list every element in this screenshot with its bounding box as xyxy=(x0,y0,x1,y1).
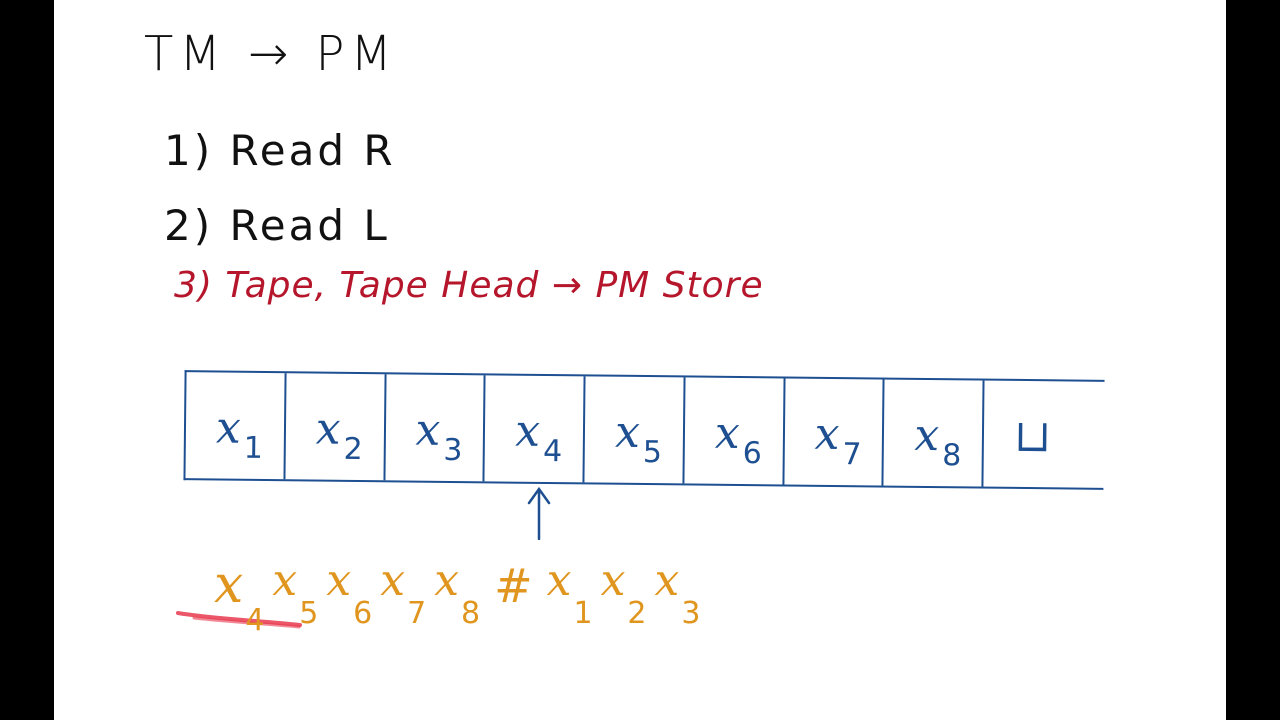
tape-head-arrow-icon xyxy=(527,486,551,540)
tape-cell-subscript: 7 xyxy=(842,437,862,473)
stored-symbol: x1 xyxy=(546,555,593,631)
stored-symbol-var: x xyxy=(272,555,298,606)
stored-symbol-var: x xyxy=(434,555,460,606)
blank-symbol: ⊔ xyxy=(1013,410,1052,463)
step-2: 2) Read L xyxy=(164,201,390,250)
tape-cell-symbol: x xyxy=(215,402,242,454)
tape-cell-subscript: 8 xyxy=(942,438,962,474)
stored-symbol-var: x xyxy=(600,555,626,606)
whiteboard-canvas: TM → PM 1) Read R 2) Read L 3) Tape, Tap… xyxy=(54,0,1226,720)
step-3: 3) Tape, Tape Head → PM Store xyxy=(174,265,764,306)
stored-symbol-var: x xyxy=(654,555,680,606)
stored-symbol-var: x xyxy=(380,555,406,606)
separator: # xyxy=(494,559,533,613)
tape-cell-symbol: x xyxy=(914,409,940,462)
tape-cell-subscript: 2 xyxy=(343,431,363,468)
tape-cell-blank: ⊔ xyxy=(984,381,1105,488)
stored-symbol-var: x xyxy=(546,555,572,606)
stored-symbol: x3 xyxy=(654,555,701,631)
tape-cell-symbol: x xyxy=(515,405,541,457)
tape-cell-subscript: 4 xyxy=(542,433,563,470)
stored-symbol-var: x xyxy=(326,555,352,606)
tape-cell-symbol: x xyxy=(315,403,341,455)
tape-cell-symbol: x xyxy=(814,408,840,461)
tape-cell-subscript: 1 xyxy=(243,430,264,467)
page-title: TM → PM xyxy=(144,26,398,82)
stored-symbol: x5 xyxy=(272,555,318,631)
stored-symbol-sub: 5 xyxy=(299,596,319,631)
tape-cell-subscript: 5 xyxy=(642,434,663,471)
stored-symbol-sub: 3 xyxy=(681,596,701,631)
tape-cell-symbol: x xyxy=(614,406,641,458)
stored-symbol: x6 xyxy=(326,555,372,631)
tape-cell-subscript: 6 xyxy=(742,436,762,472)
stored-symbol-var: x xyxy=(214,555,244,615)
tape-cell-subscript: 3 xyxy=(443,432,463,469)
stored-symbol-sub: 6 xyxy=(353,596,373,631)
stored-symbol-sub: 1 xyxy=(573,596,593,631)
stored-sequence: x4 x5 x6 x7 x8 # x1 x2 x3 xyxy=(214,555,708,638)
step-1: 1) Read R xyxy=(164,126,396,175)
stored-symbol: x2 xyxy=(600,555,647,631)
stored-symbol: x7 xyxy=(380,555,426,631)
stored-symbol-sub: 8 xyxy=(461,596,481,631)
stored-symbol-sub: 7 xyxy=(407,596,427,631)
stored-symbol: x4 xyxy=(214,555,264,638)
highlight-underline-icon xyxy=(176,611,302,629)
tape-cell-symbol: x xyxy=(714,407,740,460)
stored-symbol-sub: 4 xyxy=(245,603,265,638)
stored-symbol: x8 xyxy=(434,555,480,631)
tape-cell-symbol: x xyxy=(415,404,441,456)
stored-symbol-sub: 2 xyxy=(627,596,647,631)
